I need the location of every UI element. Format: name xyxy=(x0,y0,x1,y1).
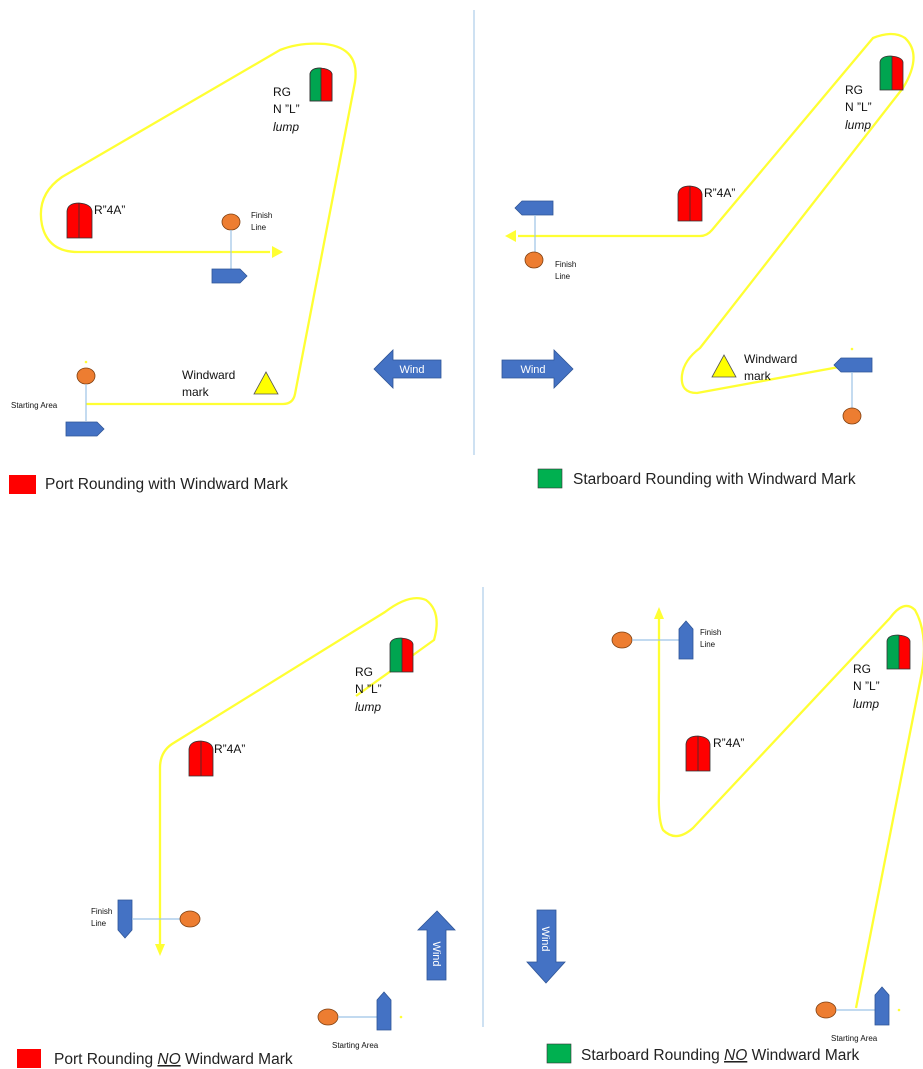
rg-mark-icon xyxy=(886,634,911,670)
finish-buoy-icon xyxy=(524,251,544,269)
legend-emph: NO xyxy=(157,1051,180,1068)
finish-label-line2: Line xyxy=(555,272,571,281)
legend-emph: NO xyxy=(724,1047,747,1064)
rg-label-line3: lump xyxy=(273,120,299,134)
rg-label-line3: lump xyxy=(845,118,871,132)
rg-label: RG xyxy=(853,662,871,676)
r4a-label: R”4A” xyxy=(214,742,245,756)
r4a-label: R”4A” xyxy=(704,186,735,200)
panel-port-with-windward: RG N ”L” lump R”4A” Finish Line Starting… xyxy=(11,42,442,437)
wind-label: Wind xyxy=(430,941,442,966)
legend-swatch-starboard-no xyxy=(546,1043,572,1064)
finish-flag-icon xyxy=(678,620,694,660)
start-flag-icon xyxy=(833,357,873,373)
finish-label-line2: Line xyxy=(251,223,267,232)
course-line xyxy=(39,42,357,406)
finish-buoy-icon xyxy=(221,213,241,231)
windward-mark-icon xyxy=(711,354,737,378)
finish-label: Finish xyxy=(251,211,272,220)
finish-flag-icon xyxy=(211,268,248,284)
start-buoy-icon xyxy=(317,1008,339,1026)
windward-label: Windward xyxy=(182,368,235,382)
panel-starboard-no-windward: RG N ”L” lump R”4A” Finish Line Starting… xyxy=(526,604,923,1043)
start-flag-icon xyxy=(874,986,890,1026)
legend-prefix: Port Rounding xyxy=(54,1051,157,1068)
finish-label: Finish xyxy=(91,907,112,916)
rg-label-line2: N ”L” xyxy=(273,102,300,116)
start-dot xyxy=(84,360,88,364)
start-dot xyxy=(850,347,854,351)
finish-flag-icon xyxy=(514,200,554,216)
course-line xyxy=(657,604,923,1009)
legend-swatch-port xyxy=(9,475,36,494)
rg-label-line3: lump xyxy=(355,700,381,714)
wind-arrow-icon xyxy=(417,910,456,981)
course-arrowhead xyxy=(155,944,165,956)
rg-label-line3: lump xyxy=(853,697,879,711)
wind-label: Wind xyxy=(539,926,551,951)
legend-port-with-windward: Port Rounding with Windward Mark xyxy=(45,476,288,493)
finish-buoy-icon xyxy=(611,631,633,649)
legend-port-no-windward: Port Rounding NO Windward Mark xyxy=(54,1051,293,1068)
rg-mark-icon xyxy=(389,637,414,673)
rg-label-line2: N ”L” xyxy=(853,679,880,693)
legend-suffix: Windward Mark xyxy=(747,1047,859,1064)
panel-port-no-windward: RG N ”L” lump R”4A” Finish Line Starting… xyxy=(91,596,456,1050)
windward-mark-icon xyxy=(253,371,279,395)
legend-swatch-starboard xyxy=(537,468,563,489)
panel-starboard-with-windward: RG N ”L” lump R”4A” Finish Line Windward… xyxy=(501,32,915,425)
wind-arrow-icon xyxy=(501,349,574,389)
windward-label-line2: mark xyxy=(182,385,210,399)
rg-label: RG xyxy=(355,665,373,679)
finish-label-line2: Line xyxy=(700,640,716,649)
windward-label: Windward xyxy=(744,352,797,366)
wind-arrow-icon xyxy=(526,909,566,984)
legend-suffix: Windward Mark xyxy=(181,1051,293,1068)
r4a-label: R”4A” xyxy=(713,736,744,750)
rg-mark-icon xyxy=(879,55,904,91)
rg-label-line2: N ”L” xyxy=(355,682,382,696)
start-dot xyxy=(897,1008,901,1012)
finish-flag-icon xyxy=(117,899,133,939)
legend-swatch-port-no xyxy=(17,1049,41,1068)
rg-label: RG xyxy=(273,85,291,99)
rg-label: RG xyxy=(845,83,863,97)
finish-label-line2: Line xyxy=(91,919,107,928)
start-flag-icon xyxy=(65,421,105,437)
start-buoy-icon xyxy=(76,367,96,385)
course-arrowhead xyxy=(272,246,283,258)
rg-mark-icon xyxy=(309,67,333,102)
finish-label: Finish xyxy=(700,628,721,637)
r4a-mark-icon xyxy=(66,202,93,239)
wind-arrow-icon xyxy=(373,349,442,389)
start-dot xyxy=(399,1015,403,1019)
legend-starboard-with-windward: Starboard Rounding with Windward Mark xyxy=(573,471,856,488)
start-flag-icon xyxy=(376,991,392,1031)
finish-label: Finish xyxy=(555,260,576,269)
start-label: Starting Area xyxy=(831,1034,878,1043)
r4a-mark-icon xyxy=(685,735,711,772)
course-arrowhead xyxy=(654,607,664,619)
r4a-label: R”4A” xyxy=(94,203,125,217)
start-buoy-icon xyxy=(842,407,862,425)
r4a-mark-icon xyxy=(677,185,703,222)
start-label: Starting Area xyxy=(11,401,58,410)
legend-prefix: Starboard Rounding xyxy=(581,1047,724,1064)
start-label: Starting Area xyxy=(332,1041,379,1050)
course-line xyxy=(158,596,438,946)
finish-buoy-icon xyxy=(179,910,201,928)
windward-label-line2: mark xyxy=(744,369,772,383)
r4a-mark-icon xyxy=(188,740,214,777)
rg-label-line2: N ”L” xyxy=(845,100,872,114)
start-buoy-icon xyxy=(815,1001,837,1019)
course-line xyxy=(518,32,915,395)
legend-starboard-no-windward: Starboard Rounding NO Windward Mark xyxy=(581,1047,860,1064)
course-arrowhead xyxy=(505,230,516,242)
wind-label: Wind xyxy=(520,364,545,376)
wind-label: Wind xyxy=(399,364,424,376)
